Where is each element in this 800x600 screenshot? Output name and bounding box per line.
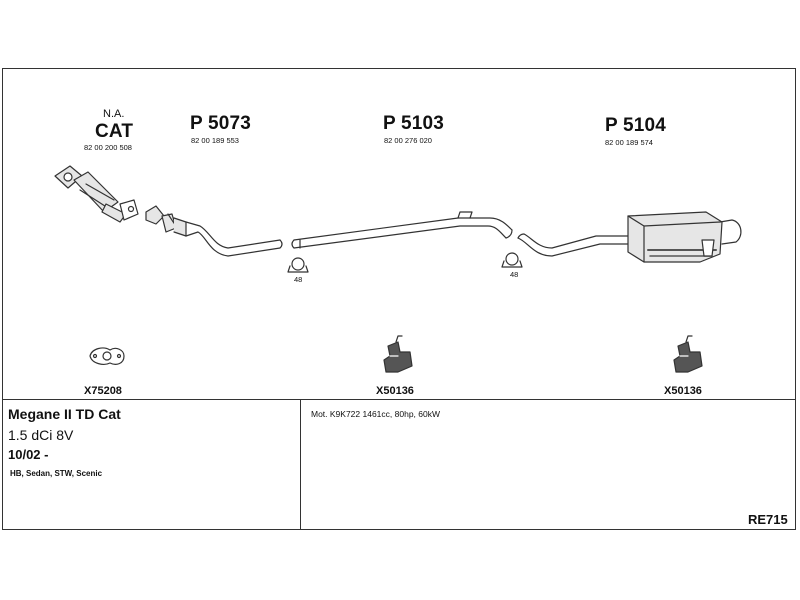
info-divider <box>2 399 796 400</box>
front-pipe-drawing <box>145 205 283 257</box>
reference-number: RE715 <box>748 512 788 527</box>
cat-note: N.A. <box>103 108 125 120</box>
vehicle-model: Megane II TD Cat <box>8 406 121 422</box>
part-p5073-code: P 5073 <box>190 113 252 134</box>
part-p5103-oem: 82 00 276 020 <box>384 136 432 145</box>
gasket-drawing <box>89 347 125 365</box>
part-p5104-code: P 5104 <box>605 115 667 136</box>
diagram-frame <box>2 68 796 530</box>
vehicle-engine: 1.5 dCi 8V <box>8 427 74 443</box>
clamp-right-size: 48 <box>510 270 519 279</box>
clamp-left-drawing <box>287 257 309 273</box>
vehicle-year: 10/02 - <box>8 447 49 462</box>
clamp-left-size: 48 <box>294 275 303 284</box>
rear-silencer-drawing <box>517 211 742 263</box>
clamp-right-drawing <box>501 252 523 268</box>
cat-oem-number: 82 00 200 508 <box>84 143 132 152</box>
cat-code: CAT <box>95 121 134 142</box>
middle-pipe-drawing <box>291 211 513 249</box>
gasket-code: X75208 <box>84 385 122 397</box>
catalytic-converter-drawing <box>54 165 139 223</box>
part-p5103-code: P 5103 <box>383 113 445 134</box>
part-p5073-oem: 82 00 189 553 <box>191 136 239 145</box>
mount-right-code: X50136 <box>664 385 702 397</box>
vehicle-body-types: HB, Sedan, STW, Scenic <box>10 469 103 478</box>
motor-spec: Mot. K9K722 1461cc, 80hp, 60kW <box>311 409 440 419</box>
rubber-mount-right-drawing <box>673 335 703 373</box>
mount-center-code: X50136 <box>376 385 414 397</box>
part-p5104-oem: 82 00 189 574 <box>605 138 653 147</box>
rubber-mount-center-drawing <box>383 335 413 373</box>
info-column-divider <box>300 399 301 530</box>
